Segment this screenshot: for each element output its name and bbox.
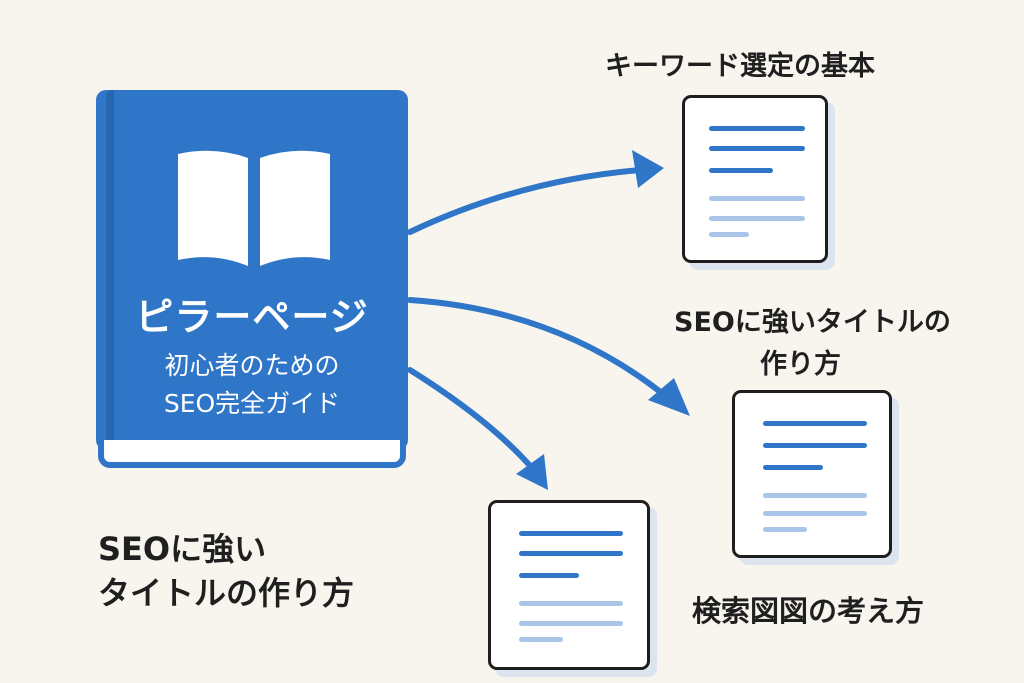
open-book-icon: [178, 150, 330, 266]
book-cover: [96, 90, 408, 450]
arrowhead-middle: [648, 378, 690, 416]
arrow-to-keyword-doc: [407, 167, 643, 235]
doc-bottom: [488, 500, 650, 670]
book-subtitle-line2: SEO完全ガイド: [163, 389, 341, 418]
label-seo-title-left-line2: タイトルの作り方: [98, 574, 355, 612]
arrow-to-title-doc: [407, 297, 671, 401]
arrowhead-top: [632, 150, 664, 188]
book-title: ピラーページ: [135, 295, 369, 339]
label-seo-title-right-line1: SEOに強いタイトルの: [674, 307, 951, 338]
doc-seo-title: [732, 390, 892, 558]
label-seo-title-left-line1: SEOに強い: [98, 530, 267, 568]
arrow-to-bottom-doc: [407, 367, 535, 471]
book-pages: [98, 440, 406, 468]
label-seo-title-right-line2: 作り方: [760, 349, 841, 380]
doc-keyword-selection: [682, 95, 828, 263]
label-search-intent: 検索図図の考え方: [692, 594, 925, 628]
arrowhead-bottom: [516, 454, 548, 490]
book-subtitle-line1: 初心者のための: [164, 351, 340, 380]
pillar-page-book: ピラーページ 初心者のための SEO完全ガイド: [96, 90, 410, 478]
book-spine: [106, 90, 114, 450]
label-keyword-selection: キーワード選定の基本: [605, 51, 875, 82]
